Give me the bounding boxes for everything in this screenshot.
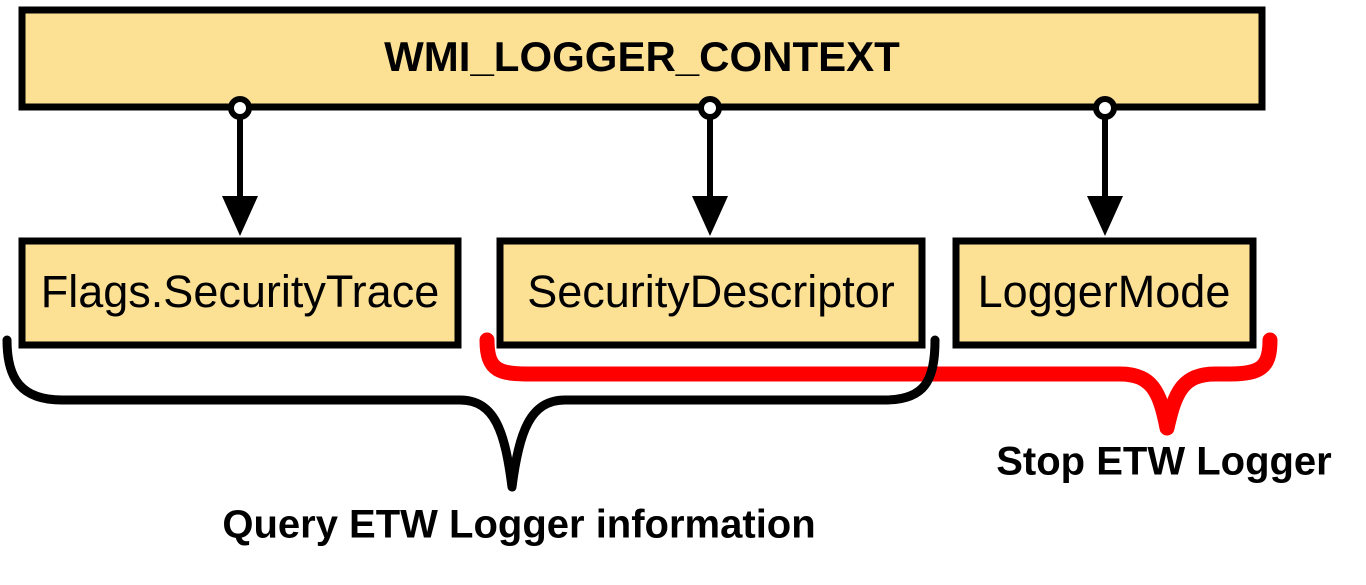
connector-loggermode xyxy=(1087,96,1123,236)
connector-circle-1 xyxy=(228,96,252,120)
annotation-label-query: Query ETW Logger information xyxy=(222,503,815,547)
connector-arrowhead-3 xyxy=(1087,196,1123,236)
field-node-securitydescriptor[interactable]: SecurityDescriptor xyxy=(496,237,926,349)
header-box-label: WMI_LOGGER_CONTEXT xyxy=(384,33,900,80)
black-brace xyxy=(2,335,940,492)
red-brace xyxy=(479,332,1278,436)
field-node-flags-securitytrace[interactable]: Flags.SecurityTrace xyxy=(18,237,462,349)
connector-flags-securitytrace xyxy=(222,96,258,236)
field-box-label-1: Flags.SecurityTrace xyxy=(41,266,439,317)
header-box-shape xyxy=(18,6,1266,111)
connector-arrowhead-2 xyxy=(692,196,728,236)
annotation-label-stop: Stop ETW Logger xyxy=(996,440,1332,484)
connector-circle-2 xyxy=(698,96,722,120)
connector-securitydescriptor xyxy=(692,96,728,236)
field-node-loggermode[interactable]: LoggerMode xyxy=(952,237,1257,349)
field-box-shape-1 xyxy=(18,237,462,349)
field-box-label-2: SecurityDescriptor xyxy=(527,266,895,317)
field-box-shape-3 xyxy=(952,237,1257,349)
connector-arrowhead-1 xyxy=(222,196,258,236)
connector-circle-3 xyxy=(1093,96,1117,120)
header-node[interactable]: WMI_LOGGER_CONTEXT xyxy=(18,6,1266,111)
field-box-label-3: LoggerMode xyxy=(978,266,1231,317)
field-box-shape-2 xyxy=(496,237,926,349)
